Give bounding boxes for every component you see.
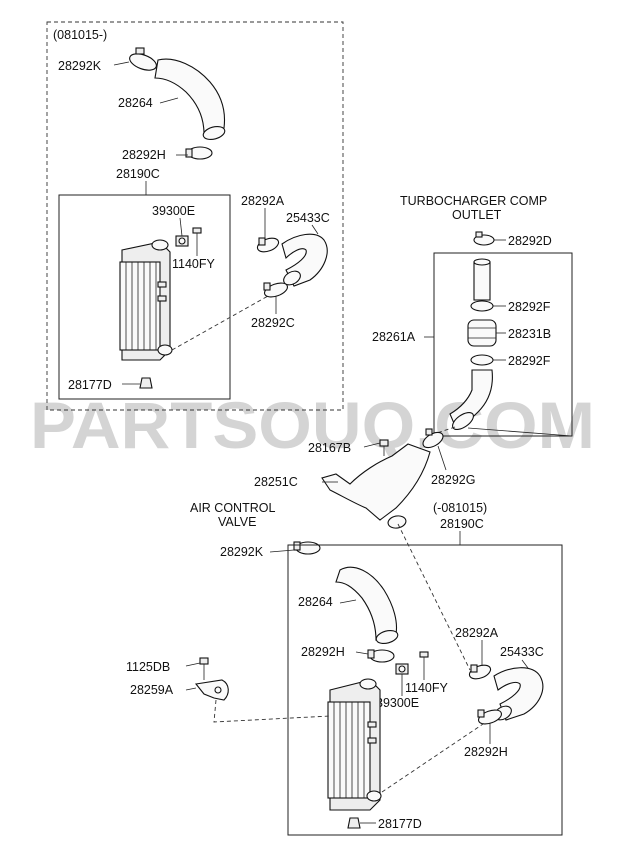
upper-clamp-k-label: 28292K bbox=[58, 59, 102, 73]
upper-intercooler[interactable] bbox=[119, 239, 173, 361]
upper-clamp-c[interactable] bbox=[263, 280, 290, 299]
turbo-coupler[interactable] bbox=[467, 319, 497, 347]
bracket-bolt[interactable] bbox=[199, 657, 209, 680]
upper-outlet-hose-label: 25433C bbox=[286, 211, 330, 225]
upper-clamp-a-label: 28292A bbox=[241, 194, 285, 208]
upper-hose[interactable] bbox=[154, 58, 226, 135]
lower-drain[interactable] bbox=[347, 817, 361, 829]
turbo-pipe[interactable] bbox=[473, 261, 491, 301]
turbo-clamp-f2[interactable] bbox=[470, 354, 494, 366]
upper-bolt[interactable] bbox=[192, 227, 202, 246]
lower-intercooler[interactable] bbox=[327, 678, 382, 811]
lower-hose[interactable] bbox=[335, 566, 398, 641]
turbo-clamp-f1[interactable] bbox=[470, 300, 494, 312]
turbo-clamp-f1-label: 28292F bbox=[508, 300, 551, 314]
lower-clamp-h-label: 28292H bbox=[301, 645, 345, 659]
lower-bolt-label: 1140FY bbox=[405, 681, 449, 695]
upper-clamp-a[interactable] bbox=[256, 236, 281, 255]
upper-bolt-label: 1140FY bbox=[172, 257, 216, 271]
bracket-bolt-label: 1125DB bbox=[126, 660, 170, 674]
bracket[interactable] bbox=[194, 679, 229, 701]
lower-clamp-a[interactable] bbox=[468, 663, 493, 682]
turbo-title-line1: TURBOCHARGER COMP bbox=[400, 194, 547, 208]
middle-clamp-g-label: 28292G bbox=[431, 473, 475, 487]
turbo-assembly-label: 28261A bbox=[372, 330, 416, 344]
turbo-coupler-label: 28231B bbox=[508, 327, 551, 341]
air-control-line2: VALVE bbox=[218, 515, 256, 529]
turbo-assembly-frame bbox=[433, 252, 573, 437]
watermark: PARTSOUQ.COM bbox=[30, 388, 595, 462]
lower-outlet-hose-label: 25433C bbox=[500, 645, 544, 659]
middle-pipe[interactable] bbox=[321, 443, 431, 521]
upper-group-frame bbox=[46, 21, 344, 411]
lower-date-range: (-081015) bbox=[433, 501, 487, 515]
upper-sensor[interactable] bbox=[175, 235, 189, 247]
lower-bolt[interactable] bbox=[419, 651, 429, 674]
upper-assembly-label: 28190C bbox=[116, 167, 160, 181]
middle-pipe-label: 28251C bbox=[254, 475, 298, 489]
upper-date-range: (081015-) bbox=[53, 28, 107, 42]
middle-clamp-g[interactable] bbox=[420, 428, 445, 451]
upper-hose-label: 28264 bbox=[118, 96, 153, 110]
upper-clamp-h[interactable] bbox=[185, 146, 213, 160]
turbo-clamp-d[interactable] bbox=[473, 231, 495, 246]
turbo-title-line2: OUTLET bbox=[452, 208, 502, 222]
lower-sensor-label: 39300E bbox=[376, 696, 419, 710]
middle-clamp-k-label: 28292K bbox=[220, 545, 264, 559]
upper-clamp-h-label: 28292H bbox=[122, 148, 166, 162]
middle-bolt-label: 28167B bbox=[308, 441, 351, 455]
lower-sensor[interactable] bbox=[395, 663, 409, 675]
middle-clamp-k[interactable] bbox=[293, 541, 321, 555]
turbo-clamp-f2-label: 28292F bbox=[508, 354, 551, 368]
lower-clamp-h[interactable] bbox=[367, 649, 395, 663]
upper-assembly-frame bbox=[58, 194, 231, 400]
turbo-clamp-d-label: 28292D bbox=[508, 234, 552, 248]
lower-clamp-h2-label: 28292H bbox=[464, 745, 508, 759]
air-control-line1: AIR CONTROL bbox=[190, 501, 275, 515]
upper-drain-label: 28177D bbox=[68, 378, 112, 392]
upper-clamp-k[interactable] bbox=[127, 47, 158, 73]
lower-drain-label: 28177D bbox=[378, 817, 422, 831]
lower-assembly-label: 28190C bbox=[440, 517, 484, 531]
lower-clamp-a-label: 28292A bbox=[455, 626, 499, 640]
bracket-label: 28259A bbox=[130, 683, 174, 697]
lower-hose-label: 28264 bbox=[298, 595, 333, 609]
lower-assembly-frame bbox=[287, 544, 563, 836]
lower-clamp-h2[interactable] bbox=[477, 707, 504, 726]
upper-clamp-c-label: 28292C bbox=[251, 316, 295, 330]
upper-drain[interactable] bbox=[139, 377, 153, 389]
upper-sensor-label: 39300E bbox=[152, 204, 195, 218]
